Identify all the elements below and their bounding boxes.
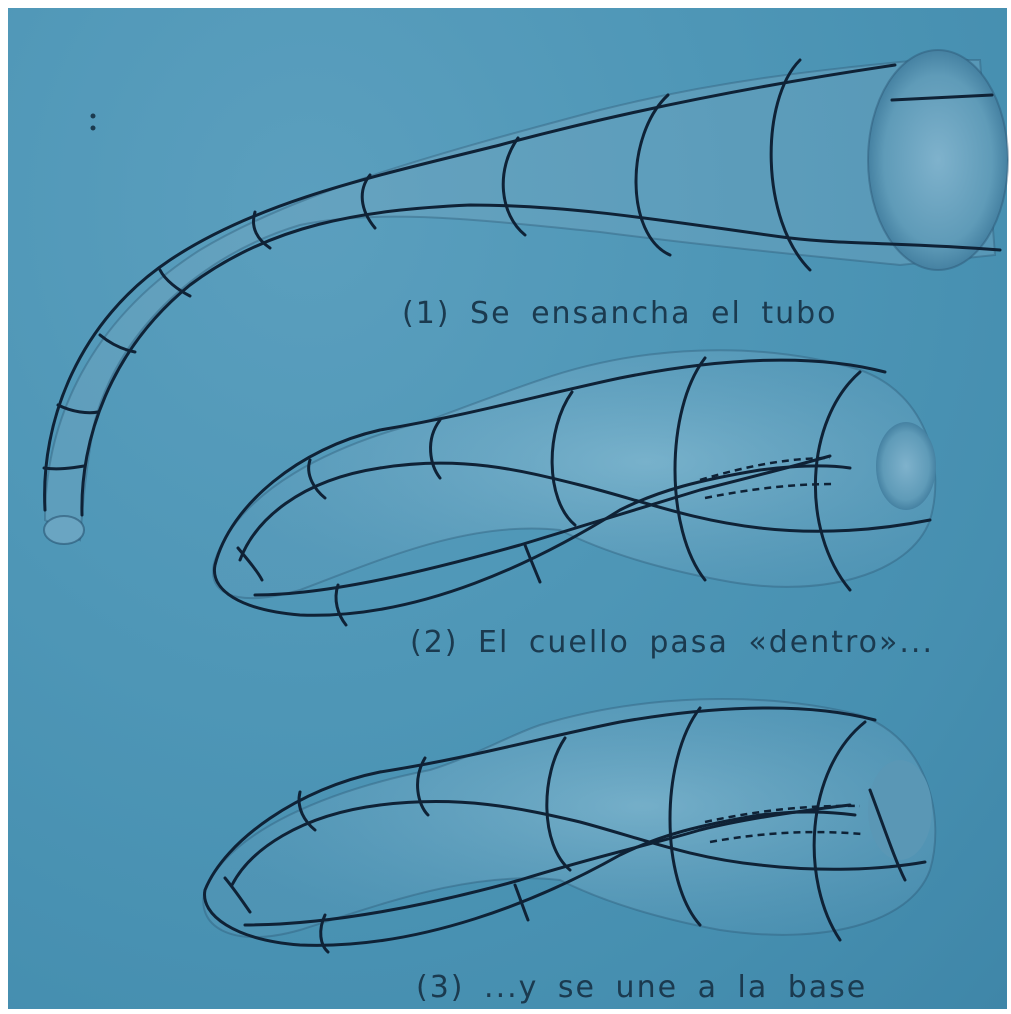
- figure-3-joins-base: [203, 699, 935, 952]
- caption-step-3: (3) ...y se une a la base: [416, 970, 867, 1005]
- figure-2-neck-inside: [213, 350, 936, 625]
- figure-2-opening: [876, 422, 936, 510]
- caption-step-2: (2) El cuello pasa «dentro»...: [410, 625, 934, 660]
- speck-marks: [91, 114, 96, 131]
- figure-1-end-cap: [44, 516, 84, 544]
- caption-step-1: (1) Se ensancha el tubo: [402, 296, 838, 331]
